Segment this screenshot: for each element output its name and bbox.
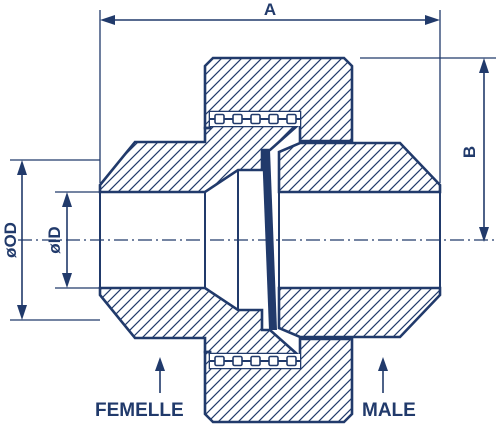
thread-tooth — [268, 113, 279, 125]
lower-half-section — [98, 286, 442, 424]
arrowhead — [17, 305, 27, 320]
male-arrowhead — [378, 357, 388, 371]
arrowhead — [479, 227, 489, 242]
arrowhead — [479, 58, 489, 73]
female-label: FEMELLE — [95, 400, 184, 421]
dimension-id-label: øID — [45, 226, 64, 253]
thread-tooth — [214, 355, 225, 367]
male-end-upper — [277, 141, 442, 194]
thread-tooth — [286, 113, 297, 125]
thread-tooth — [232, 113, 243, 125]
dimension-a: A — [99, 0, 441, 183]
thread-tooth — [250, 355, 261, 367]
arrowhead — [425, 15, 440, 25]
female-end-lower — [98, 286, 301, 356]
thread-tooth — [286, 355, 297, 367]
thread-tooth — [232, 355, 243, 367]
arrowhead — [17, 160, 27, 175]
female-callout: FEMELLE — [95, 357, 184, 421]
dimension-od: øOD — [1, 159, 100, 321]
arrowhead — [62, 192, 72, 207]
dimension-b: B — [360, 57, 496, 242]
dimension-id: øID — [45, 191, 100, 289]
female-arrowhead — [155, 357, 165, 371]
dimension-od-label: øOD — [1, 222, 20, 258]
male-callout: MALE — [362, 357, 416, 421]
thread-tooth — [250, 113, 261, 125]
dimension-b-label: B — [460, 146, 479, 158]
thread-tooth — [214, 113, 225, 125]
arrowhead — [62, 273, 72, 288]
male-label: MALE — [362, 400, 416, 421]
upper-half-section — [98, 56, 442, 194]
male-end-lower — [277, 286, 442, 339]
thread-tooth — [268, 355, 279, 367]
arrowhead — [100, 15, 115, 25]
dimension-a-label: A — [264, 0, 276, 19]
